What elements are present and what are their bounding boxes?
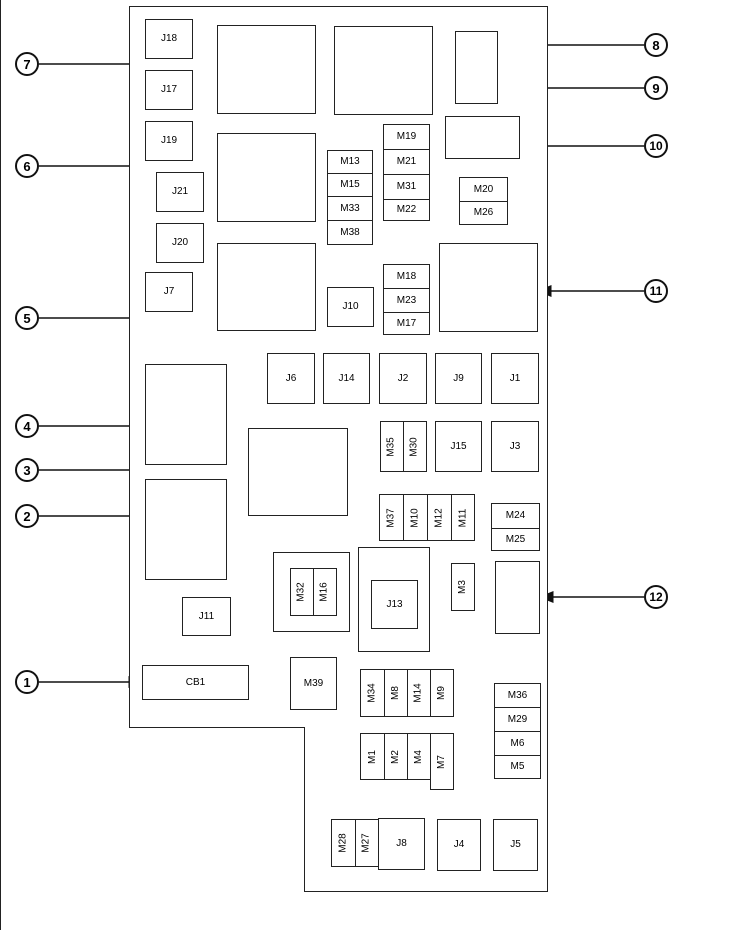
fuse-M7: M7 bbox=[430, 733, 454, 790]
fuse-J18: J18 bbox=[145, 19, 193, 59]
fuse-M35: M35 bbox=[380, 421, 404, 472]
fuse-M37: M37 bbox=[379, 494, 404, 541]
callout-7: 7 bbox=[15, 52, 39, 76]
fuse-J9: J9 bbox=[435, 353, 482, 404]
fuse-M3: M3 bbox=[451, 563, 475, 611]
fuse-J21: J21 bbox=[156, 172, 204, 212]
fuse-M5: M5 bbox=[494, 755, 541, 779]
fuse-M24: M24 bbox=[491, 503, 540, 529]
callout-9: 9 bbox=[644, 76, 668, 100]
relay-block-11 bbox=[439, 243, 538, 332]
fuse-M33: M33 bbox=[327, 196, 373, 221]
fuse-M8: M8 bbox=[384, 669, 408, 717]
fuse-M39: M39 bbox=[290, 657, 337, 710]
callout-1: 1 bbox=[15, 670, 39, 694]
bottom-left-block bbox=[129, 727, 305, 892]
fuse-M10: M10 bbox=[403, 494, 428, 541]
fuse-M34: M34 bbox=[360, 669, 385, 717]
fuse-M17: M17 bbox=[383, 312, 430, 335]
relay-block-9 bbox=[334, 26, 433, 115]
relay-block-10 bbox=[445, 116, 520, 159]
callout-2: 2 bbox=[15, 504, 39, 528]
callout-5: 5 bbox=[15, 306, 39, 330]
fuse-M27: M27 bbox=[355, 819, 379, 867]
fuse-J7: J7 bbox=[145, 272, 193, 312]
fuse-J13: J13 bbox=[371, 580, 418, 629]
callout-12: 12 bbox=[644, 585, 668, 609]
fuse-M26: M26 bbox=[459, 201, 508, 225]
fuse-M1: M1 bbox=[360, 733, 385, 780]
fuse-M9: M9 bbox=[430, 669, 454, 717]
fuse-J15: J15 bbox=[435, 421, 482, 472]
fuse-M29: M29 bbox=[494, 707, 541, 732]
fuse-M2: M2 bbox=[384, 733, 408, 780]
fuse-J14: J14 bbox=[323, 353, 370, 404]
callout-10: 10 bbox=[644, 134, 668, 158]
fuse-J10: J10 bbox=[327, 287, 374, 327]
fuse-J20: J20 bbox=[156, 223, 204, 263]
fuse-M14: M14 bbox=[407, 669, 431, 717]
fuse-M19: M19 bbox=[383, 124, 430, 150]
fuse-M25: M25 bbox=[491, 528, 540, 551]
fuse-M15: M15 bbox=[327, 173, 373, 197]
fuse-M18: M18 bbox=[383, 264, 430, 289]
fuse-J11: J11 bbox=[182, 597, 231, 636]
fuse-M28: M28 bbox=[331, 819, 356, 867]
callout-11: 11 bbox=[644, 279, 668, 303]
relay-block-3 bbox=[248, 428, 348, 516]
fuse-M16: M16 bbox=[313, 568, 337, 616]
fuse-J1: J1 bbox=[491, 353, 539, 404]
fuse-M13: M13 bbox=[327, 150, 373, 174]
fuse-M30: M30 bbox=[403, 421, 427, 472]
fuse-M36: M36 bbox=[494, 683, 541, 708]
fuse-J2: J2 bbox=[379, 353, 427, 404]
callout-6: 6 bbox=[15, 154, 39, 178]
callout-3: 3 bbox=[15, 458, 39, 482]
fuse-M12: M12 bbox=[427, 494, 452, 541]
fuse-M4: M4 bbox=[407, 733, 431, 780]
breaker-CB1: CB1 bbox=[142, 665, 249, 700]
fuse-J17: J17 bbox=[145, 70, 193, 110]
page-left-border bbox=[0, 0, 1, 930]
relay-block-6 bbox=[217, 133, 316, 222]
relay-block-5 bbox=[217, 243, 316, 331]
relay-block-12 bbox=[495, 561, 540, 634]
fuse-M23: M23 bbox=[383, 288, 430, 313]
fuse-M31: M31 bbox=[383, 174, 430, 200]
relay-block-7 bbox=[217, 25, 316, 114]
callout-8: 8 bbox=[644, 33, 668, 57]
fuse-J8: J8 bbox=[378, 818, 425, 870]
fuse-M32: M32 bbox=[290, 568, 314, 616]
relay-block-8 bbox=[455, 31, 498, 104]
fuse-M6: M6 bbox=[494, 731, 541, 756]
fuse-M11: M11 bbox=[451, 494, 475, 541]
fuse-M38: M38 bbox=[327, 220, 373, 245]
fuse-J4: J4 bbox=[437, 819, 481, 871]
callout-4: 4 bbox=[15, 414, 39, 438]
relay-block-4 bbox=[145, 364, 227, 465]
fuse-J19: J19 bbox=[145, 121, 193, 161]
fuse-M22: M22 bbox=[383, 199, 430, 221]
fuse-J3: J3 bbox=[491, 421, 539, 472]
fuse-J5: J5 bbox=[493, 819, 538, 871]
fuse-M21: M21 bbox=[383, 149, 430, 175]
relay-block-2 bbox=[145, 479, 227, 580]
fuse-M20: M20 bbox=[459, 177, 508, 202]
fuse-J6: J6 bbox=[267, 353, 315, 404]
